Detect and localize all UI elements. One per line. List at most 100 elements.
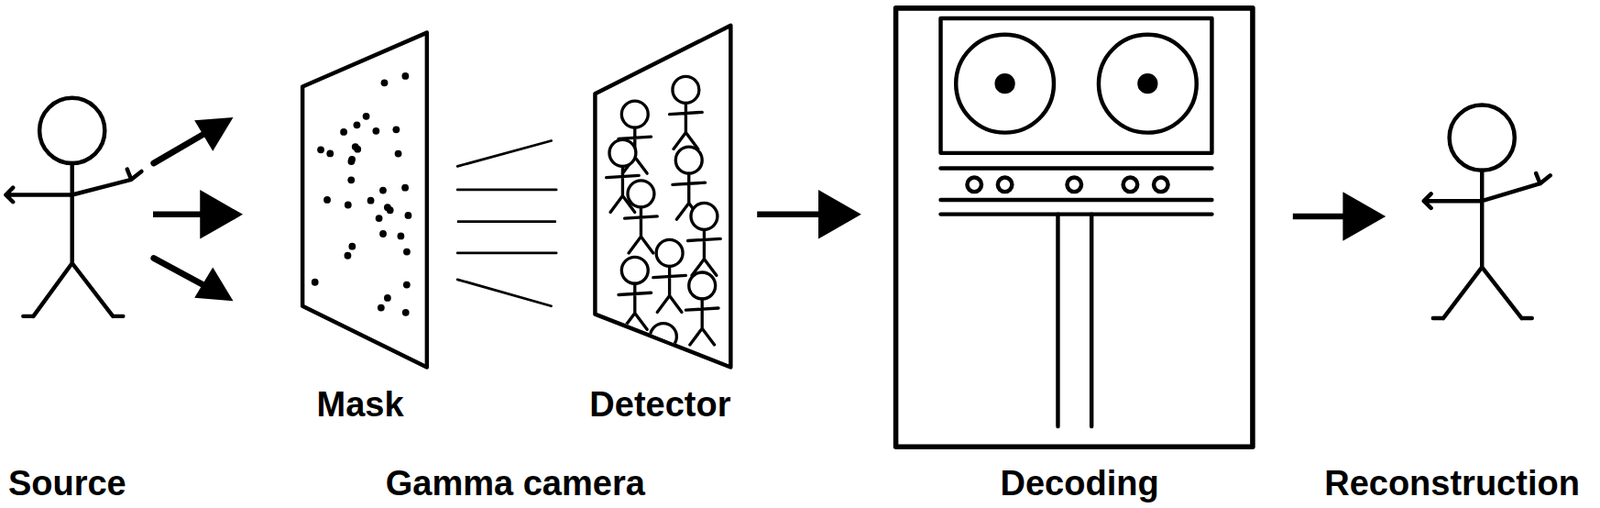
mask-hole: [383, 294, 392, 302]
knob: [966, 177, 982, 193]
tape-panel: [941, 18, 1213, 154]
ray-lines: [457, 141, 557, 307]
reel-hub: [997, 75, 1014, 92]
connector-line: [457, 219, 557, 223]
detector-panel: [594, 25, 731, 368]
knob: [1066, 177, 1082, 193]
mask-hole: [362, 112, 371, 121]
figure-body: [669, 102, 703, 149]
small-figure: [653, 239, 687, 312]
stand-line: [1089, 214, 1094, 427]
mask-hole: [403, 281, 411, 289]
knob: [1153, 177, 1169, 193]
source-node: Source: [0, 97, 148, 322]
flow-arrow: [1293, 191, 1386, 241]
figure-head: [672, 76, 700, 103]
mask-hole: [379, 186, 387, 195]
mask-hole: [401, 184, 409, 192]
arrow-shaft: [153, 257, 206, 285]
small-figure: [669, 76, 703, 149]
decoding-machine: [896, 8, 1253, 447]
figure-head: [656, 239, 683, 266]
part-label: Reconstruction: [1324, 464, 1580, 504]
ray: [457, 251, 557, 254]
small-figure: [685, 272, 719, 345]
figure-head: [621, 100, 648, 128]
mask-hole: [379, 230, 387, 238]
mask-hole: [405, 211, 413, 220]
figure-head: [689, 272, 716, 299]
panel-line: [941, 211, 1213, 216]
machine-cabinet: [896, 8, 1253, 447]
tape-reel: [1098, 34, 1197, 133]
part-label: Detector: [589, 385, 731, 425]
tape-reel: [955, 34, 1054, 133]
emission-arrows: [153, 133, 206, 286]
reconstruction-figure: [1424, 105, 1551, 319]
mask-hole: [402, 308, 410, 317]
mask-hole: [344, 252, 352, 260]
figure-body: [624, 207, 658, 253]
ray: [457, 188, 557, 192]
mask-hole: [403, 248, 411, 256]
mask-hole: [375, 214, 384, 222]
mask-hole: [339, 128, 348, 136]
mask-hole: [347, 175, 355, 184]
mask-hole: [323, 196, 331, 204]
panel-line: [941, 197, 1213, 202]
mask-hole: [401, 72, 409, 80]
detector-images: [606, 76, 722, 395]
mask-hole: [394, 150, 403, 158]
mask-hole: [386, 206, 395, 214]
connector-line: [153, 211, 204, 219]
mask-hole: [367, 197, 375, 205]
group-label: Gamma camera: [385, 464, 646, 504]
figure-head: [690, 202, 718, 230]
mask-hole: [397, 232, 406, 241]
reconstruction-node: Reconstruction: [1413, 101, 1557, 327]
part-label: Mask: [317, 385, 405, 425]
part-label: Decoding: [1000, 464, 1160, 504]
figure-head: [39, 98, 105, 164]
figure-body: [653, 265, 687, 312]
flow-arrow: [756, 189, 862, 239]
small-figure: [618, 256, 652, 329]
panel-line: [941, 165, 1213, 170]
detector-node: Detector: [576, 21, 740, 370]
reel-hub: [1139, 75, 1156, 92]
figure-body: [618, 283, 652, 329]
mask-hole: [392, 125, 400, 133]
arrow-head: [199, 189, 243, 239]
arrow-head: [194, 117, 233, 152]
mask-hole: [311, 278, 319, 286]
figure-body: [685, 298, 719, 345]
part-label: Source: [8, 464, 127, 504]
arrow-shaft: [153, 133, 206, 164]
small-figure: [624, 180, 658, 253]
flow-arrow: [153, 189, 243, 239]
mask-hole: [372, 127, 380, 135]
mask-hole: [344, 201, 352, 209]
small-figure: [646, 323, 680, 396]
source-figure: [5, 98, 142, 317]
flow-arrow: [457, 220, 557, 222]
small-figure: [688, 202, 722, 275]
mask-holes: [311, 72, 413, 317]
figure-body: [5, 163, 142, 317]
mask-hole: [326, 150, 334, 158]
ray: [457, 141, 551, 167]
stand-line: [1055, 214, 1060, 427]
figure-head: [627, 180, 655, 208]
arrow-head: [194, 266, 233, 301]
mask-panel: [302, 32, 428, 368]
mask-hole: [348, 242, 356, 251]
figure-body: [1424, 170, 1551, 318]
figure-head: [675, 146, 702, 174]
knob: [997, 177, 1013, 193]
figure-body: [688, 229, 722, 275]
knob: [1123, 177, 1139, 193]
mask-hole: [317, 145, 325, 154]
